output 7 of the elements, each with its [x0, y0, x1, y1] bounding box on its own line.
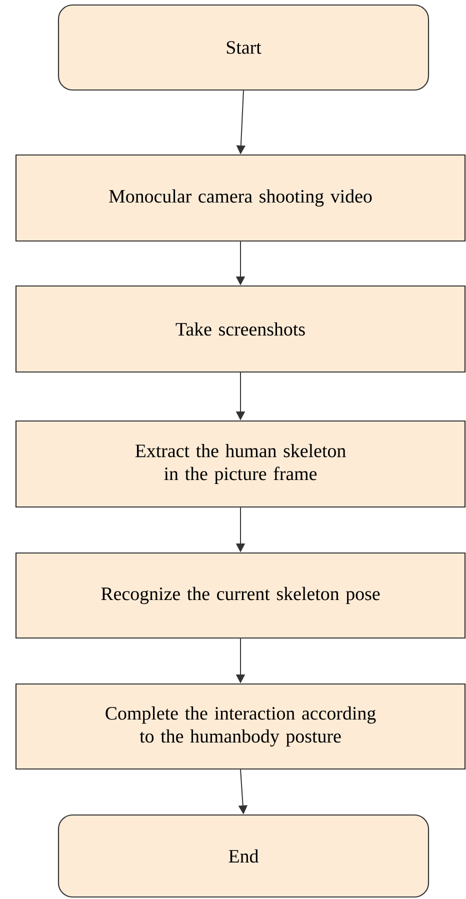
process-box: Complete the interaction according to the humanbody posture — [15, 683, 466, 770]
process-box: Monocular camera shooting video — [15, 154, 466, 242]
process-box: Take screenshots — [15, 285, 466, 373]
process-box: Recognize the current skeleton pose — [15, 552, 466, 639]
process-box: Extract the human skeleton in the picture frame — [15, 420, 466, 508]
terminal-box: Start — [58, 4, 430, 91]
terminal-box: End — [58, 814, 430, 898]
